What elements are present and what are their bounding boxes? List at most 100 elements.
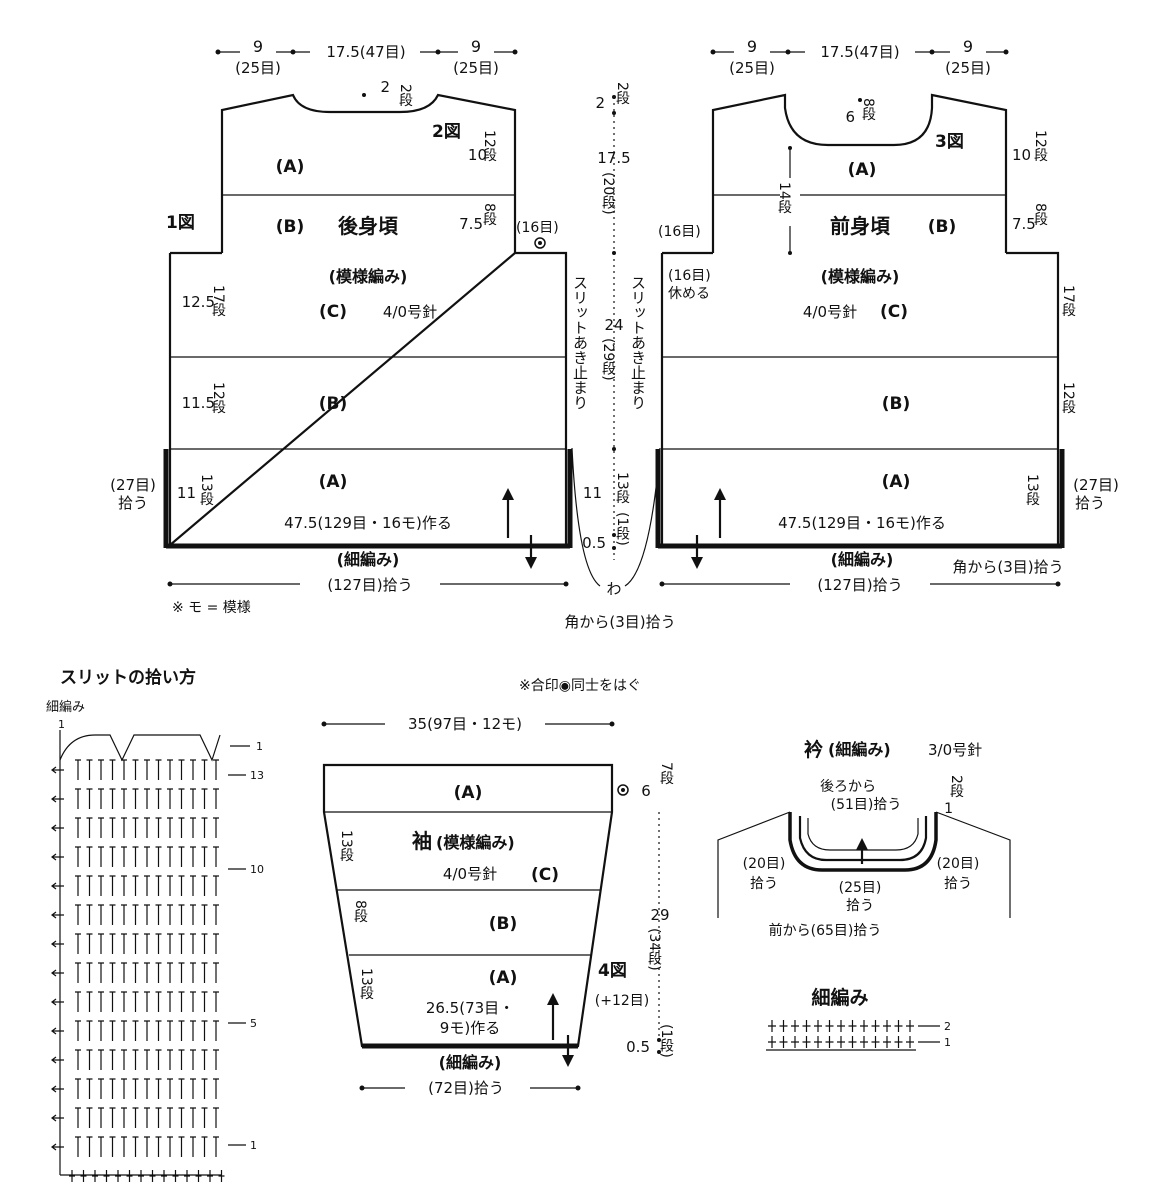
back-16sts: (16目) xyxy=(516,220,559,236)
slit-stitch-symbol xyxy=(86,962,93,983)
slit-stitch-symbol xyxy=(98,1020,104,1041)
slit-stitch-symbol xyxy=(75,759,81,780)
sleeve-edge: (細編み) xyxy=(439,1053,502,1072)
slit-stitch-symbol xyxy=(132,846,139,867)
slit-stitch-symbol xyxy=(144,933,150,954)
slit-stitch-symbol xyxy=(109,759,116,780)
slit-stitch-symbol xyxy=(144,759,150,780)
slit-stitch-symbol xyxy=(144,788,150,809)
slit-stitch-symbol xyxy=(167,1078,173,1099)
slit-row-arrow xyxy=(51,824,64,832)
sleeve-fig4: 4図 xyxy=(598,961,627,981)
slit-stitch-symbol xyxy=(167,759,173,780)
slit-stitch-symbol xyxy=(109,1136,116,1157)
back-sec-A2: (A) xyxy=(319,472,348,492)
slit-row-arrow xyxy=(51,795,64,803)
sc-stitch-symbol xyxy=(848,1036,857,1048)
slit-stitch-symbol xyxy=(178,933,185,954)
front-hB-rows: 8段 xyxy=(1032,203,1048,226)
slit-stitch-symbol xyxy=(109,846,116,867)
collar-mid-sts: (25目) xyxy=(839,880,882,896)
center-2: 2 xyxy=(595,94,605,112)
slit-stitch-symbol xyxy=(178,817,185,838)
sc-stitch-symbol xyxy=(860,1036,868,1048)
sleeve-total-rows: (34段) xyxy=(646,928,662,971)
center-20rows: (20段) xyxy=(600,172,616,215)
slit-stitch-symbol xyxy=(213,1020,219,1041)
back-neck-rows: 2段 xyxy=(397,84,413,107)
sc-stitch-symbol xyxy=(825,1020,834,1032)
front-sec-B2: (B) xyxy=(882,394,911,414)
slit-stitch-symbol xyxy=(144,1020,150,1041)
slit-stitch-symbol xyxy=(201,788,208,809)
back-hA-cm: 10 xyxy=(468,146,487,164)
collar-back-from: 後ろから xyxy=(820,779,876,795)
slit-stitch-symbol xyxy=(121,846,127,867)
slit-row-13: 13 xyxy=(250,769,264,782)
slit-stitch-symbol xyxy=(132,991,139,1012)
slit-stitch-symbol xyxy=(86,846,93,867)
slit-stitch-symbol xyxy=(109,962,116,983)
collar-rows: 2段 xyxy=(948,775,964,798)
slit-stitch-symbol xyxy=(167,1107,173,1128)
slit-stitch-symbol xyxy=(132,1107,139,1128)
slit-stitch-symbol xyxy=(86,1136,93,1157)
slit-stitch-symbol xyxy=(98,1107,104,1128)
front-body-outline xyxy=(660,251,1060,547)
slit-stitch-symbol xyxy=(121,1136,127,1157)
back-sec-A: (A) xyxy=(276,157,305,177)
slit-stitch-symbol xyxy=(109,1020,116,1041)
front-rest16b: 休める xyxy=(668,286,710,302)
front-pick127: (127目)拾う xyxy=(817,576,902,594)
slit-stitch-symbol xyxy=(86,904,93,925)
slit-stitch-symbol xyxy=(132,933,139,954)
slit-stitch-symbol xyxy=(132,1078,139,1099)
sleeve-hA-rows: 7段 xyxy=(658,762,674,785)
front-sec-A2: (A) xyxy=(882,472,911,492)
collar-front-from: 前から(65目)拾う xyxy=(769,922,882,939)
slit-stitch-symbol xyxy=(121,875,127,896)
collar-needle: 3/0号針 xyxy=(928,741,982,759)
back-pick27b: 拾う xyxy=(118,494,148,512)
slit-stitch-symbol xyxy=(75,1136,81,1157)
slit-chart-title: スリットの拾い方 xyxy=(60,667,196,688)
back-pick27: (27目) xyxy=(110,476,156,494)
slit-stitch-symbol xyxy=(178,962,185,983)
slit-stitch-symbol xyxy=(86,933,93,954)
sc-stitch-symbol xyxy=(768,1036,776,1048)
sc-stitch-symbol xyxy=(883,1020,891,1032)
slit-stitch-symbol xyxy=(213,962,219,983)
back-b-rows: 12段 xyxy=(210,382,226,414)
front-top-right-cm: 9 xyxy=(963,37,973,56)
slit-stitch-symbol xyxy=(178,1136,185,1157)
center-wa: わ xyxy=(606,580,621,598)
slit-stitch-symbol xyxy=(178,1049,185,1070)
slit-stitch-symbol xyxy=(75,817,81,838)
sleeve-1row: (1段) xyxy=(658,1024,674,1058)
slit-stitch-symbol xyxy=(75,788,81,809)
sleeve-pick: (72目)拾う xyxy=(428,1079,504,1097)
slit-stitch-symbol xyxy=(201,1136,208,1157)
back-fig2-label: 2図 xyxy=(432,122,461,142)
slit-stitch-symbol xyxy=(190,933,196,954)
slit-stitch-symbol xyxy=(121,1107,127,1128)
center-2rows: 2段 xyxy=(614,82,630,105)
slit-stitch-symbol xyxy=(190,846,196,867)
slit-row-arrow xyxy=(51,1085,64,1093)
slit-stitch-symbol xyxy=(86,817,93,838)
collar-right-b: 拾う xyxy=(944,876,972,892)
front-sec-C: (C) xyxy=(880,302,908,322)
slit-stitch-symbol xyxy=(132,1136,139,1157)
slit-stitch-symbol xyxy=(98,875,104,896)
sleeve-b-rows: 8段 xyxy=(352,900,368,923)
slit-stitch-symbol xyxy=(98,817,104,838)
sc-stitch-symbol xyxy=(883,1036,891,1048)
slit-stitch-symbol xyxy=(155,904,162,925)
front-title: 前身頃 xyxy=(830,214,891,238)
back-edge: (細編み) xyxy=(337,550,400,569)
slit-stitch-symbol xyxy=(132,817,139,838)
slit-stitch-symbol xyxy=(213,933,219,954)
slit-stitch-symbol xyxy=(109,875,116,896)
slit-stitch-symbol xyxy=(155,817,162,838)
slit-stitch-symbol xyxy=(144,846,150,867)
